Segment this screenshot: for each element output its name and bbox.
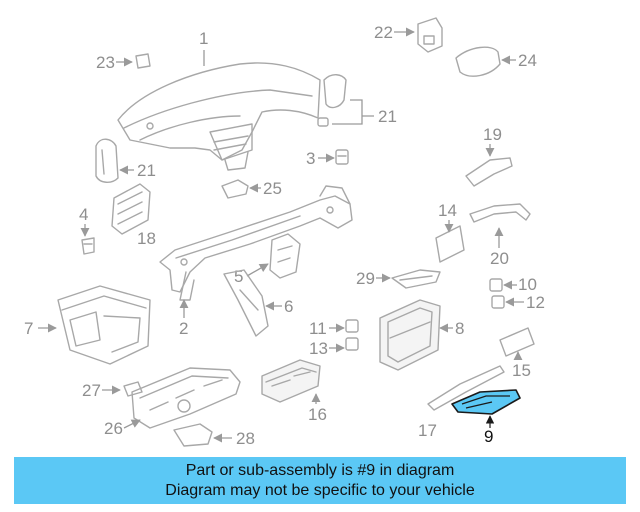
callout-3[interactable]: 3 bbox=[306, 149, 315, 168]
part-17-trim[interactable] bbox=[427, 365, 505, 411]
leader-21-right bbox=[332, 99, 374, 125]
part-12-clip[interactable] bbox=[491, 295, 505, 309]
callout-17[interactable]: 17 bbox=[418, 421, 437, 440]
callout-29[interactable]: 29 bbox=[356, 269, 375, 288]
callout-21-left[interactable]: 21 bbox=[137, 161, 156, 180]
callout-6[interactable]: 6 bbox=[284, 297, 293, 316]
banner-line-1: Part or sub-assembly is #9 in diagram bbox=[185, 461, 455, 479]
callout-12[interactable]: 12 bbox=[526, 293, 545, 312]
part-15-panel[interactable] bbox=[499, 327, 535, 357]
callout-5[interactable]: 5 bbox=[234, 267, 243, 286]
part-20-trim[interactable] bbox=[469, 203, 531, 223]
leader-26 bbox=[123, 419, 141, 429]
part-24-cover[interactable] bbox=[455, 46, 501, 77]
part-21-side-cover-left[interactable] bbox=[95, 138, 119, 183]
part-3-clip[interactable] bbox=[335, 149, 349, 165]
callout-11[interactable]: 11 bbox=[309, 319, 327, 338]
callout-23[interactable]: 23 bbox=[96, 53, 115, 72]
callout-19[interactable]: 19 bbox=[483, 125, 502, 144]
callout-4[interactable]: 4 bbox=[79, 205, 88, 224]
part-5-bracket[interactable] bbox=[269, 233, 301, 279]
part-28-tray[interactable] bbox=[173, 423, 213, 447]
callout-2[interactable]: 2 bbox=[179, 319, 188, 338]
callout-7[interactable]: 7 bbox=[24, 319, 33, 338]
part-14-panel[interactable] bbox=[435, 225, 465, 263]
part-instrument-panel[interactable] bbox=[117, 62, 321, 171]
part-21-side-cover-right[interactable] bbox=[317, 74, 347, 127]
part-9-highlighted[interactable] bbox=[451, 389, 521, 415]
part-25-bracket[interactable] bbox=[221, 179, 249, 199]
part-7-housing[interactable] bbox=[57, 285, 151, 365]
callout-1[interactable]: 1 bbox=[199, 29, 208, 48]
callout-8[interactable]: 8 bbox=[455, 319, 464, 338]
part-11-switch[interactable] bbox=[345, 319, 359, 333]
part-27-latch[interactable] bbox=[123, 381, 143, 397]
part-29-panel[interactable] bbox=[391, 269, 441, 289]
callout-24[interactable]: 24 bbox=[518, 51, 537, 70]
parts-diagram: 1 2 3 4 5 6 7 bbox=[24, 17, 545, 448]
part-8-bezel[interactable] bbox=[379, 299, 441, 371]
callout-9[interactable]: 9 bbox=[484, 427, 493, 446]
callout-14[interactable]: 14 bbox=[438, 201, 457, 220]
callout-28[interactable]: 28 bbox=[236, 429, 255, 448]
part-26-glove-box[interactable] bbox=[131, 367, 241, 429]
callout-20[interactable]: 20 bbox=[490, 249, 509, 268]
part-13-switch[interactable] bbox=[345, 337, 359, 351]
callout-27[interactable]: 27 bbox=[82, 381, 101, 400]
part-23-clip[interactable] bbox=[135, 53, 151, 69]
part-4-clip[interactable] bbox=[81, 237, 95, 255]
info-banner: Part or sub-assembly is #9 in diagram Di… bbox=[14, 457, 626, 504]
callout-22[interactable]: 22 bbox=[374, 23, 393, 42]
banner-line-2: Diagram may not be specific to your vehi… bbox=[165, 481, 475, 499]
part-10-clip[interactable] bbox=[489, 278, 503, 292]
part-19-vent[interactable] bbox=[465, 157, 513, 187]
callout-16[interactable]: 16 bbox=[308, 405, 327, 424]
part-18-vent[interactable] bbox=[111, 183, 151, 235]
callout-13[interactable]: 13 bbox=[309, 339, 328, 358]
callout-21-right[interactable]: 21 bbox=[378, 107, 397, 126]
part-16-tray[interactable] bbox=[261, 359, 321, 403]
callout-10[interactable]: 10 bbox=[518, 275, 537, 294]
leader-5 bbox=[246, 263, 269, 277]
callout-25[interactable]: 25 bbox=[263, 179, 282, 198]
part-cross-beam[interactable] bbox=[159, 185, 353, 301]
callout-18[interactable]: 18 bbox=[137, 229, 156, 248]
callout-15[interactable]: 15 bbox=[512, 361, 531, 380]
callout-26[interactable]: 26 bbox=[104, 419, 123, 438]
part-6-bracket[interactable] bbox=[223, 269, 269, 337]
part-22-switch[interactable] bbox=[417, 17, 443, 53]
